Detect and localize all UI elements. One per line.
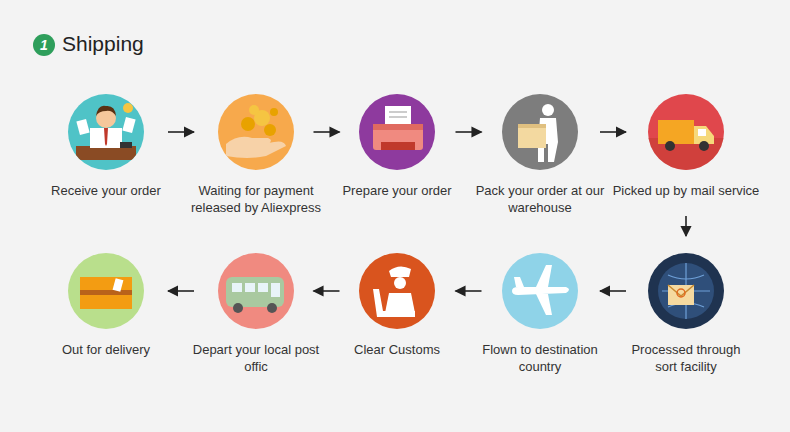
step-icon [218, 94, 294, 170]
step-circle: Pack your order at our warehouse [502, 94, 578, 170]
flow-arrow [600, 290, 626, 292]
flow-arrow [314, 131, 340, 133]
step-circle: Out for delivery [68, 253, 144, 329]
flow-arrow [685, 216, 687, 236]
flow-arrow [456, 290, 482, 292]
step-icon [359, 94, 435, 170]
step-circle: Clear Customs [359, 253, 435, 329]
step-circle: Prepare your order [359, 94, 435, 170]
step-caption: Receive your order [21, 182, 191, 199]
step-icon [68, 253, 144, 329]
step-number: 1 [33, 34, 55, 56]
flow-arrow [600, 131, 626, 133]
step-caption: Waiting for payment released by Aliexpre… [189, 182, 324, 216]
step-icon [359, 253, 435, 329]
step-circle: Processed through sort facility [648, 253, 724, 329]
step-icon [648, 253, 724, 329]
step-badge: 1 [33, 34, 55, 56]
step-circle: Receive your order [68, 94, 144, 170]
step-icon [218, 253, 294, 329]
step-icon [68, 94, 144, 170]
step-icon [502, 253, 578, 329]
step-caption: Picked up by mail service [596, 182, 776, 199]
step-caption: Depart your local post offic [191, 341, 321, 375]
flow-arrow [314, 290, 340, 292]
step-caption: Processed through sort facility [621, 341, 751, 375]
step-circle: Picked up by mail service [648, 94, 724, 170]
step-caption: Prepare your order [317, 182, 477, 199]
flow-arrow [456, 131, 482, 133]
step-circle: Flown to destination country [502, 253, 578, 329]
step-circle: Depart your local post offic [218, 253, 294, 329]
step-caption: Flown to destination country [478, 341, 603, 375]
diagram-title: Shipping [62, 32, 144, 56]
step-caption: Pack your order at our warehouse [475, 182, 605, 216]
flow-arrow [168, 131, 194, 133]
step-caption: Out for delivery [31, 341, 181, 358]
step-caption: Clear Customs [322, 341, 472, 358]
flow-arrow [168, 290, 194, 292]
step-circle: Waiting for payment released by Aliexpre… [218, 94, 294, 170]
step-icon [648, 94, 724, 170]
step-icon [502, 94, 578, 170]
